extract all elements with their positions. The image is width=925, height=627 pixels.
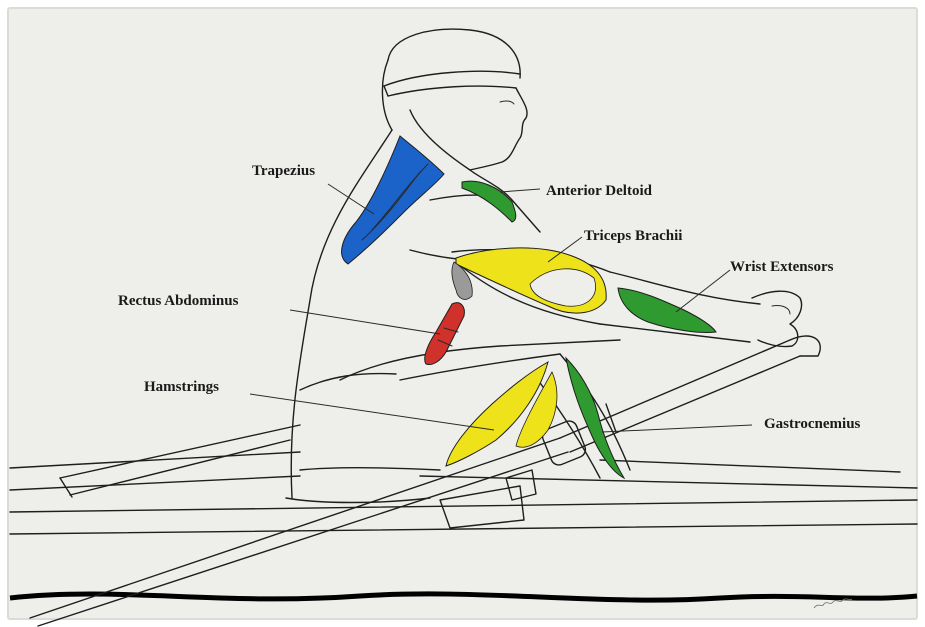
label-rectus-abdominus: Rectus Abdominus	[118, 293, 239, 309]
label-wrist-extensors: Wrist Extensors	[730, 259, 834, 275]
label-trapezius: Trapezius	[252, 163, 315, 179]
label-gastrocnemius: Gastrocnemius	[764, 416, 861, 432]
label-triceps-brachii: Triceps Brachii	[584, 228, 682, 244]
label-hamstrings: Hamstrings	[144, 379, 219, 395]
label-anterior-deltoid: Anterior Deltoid	[546, 183, 653, 199]
